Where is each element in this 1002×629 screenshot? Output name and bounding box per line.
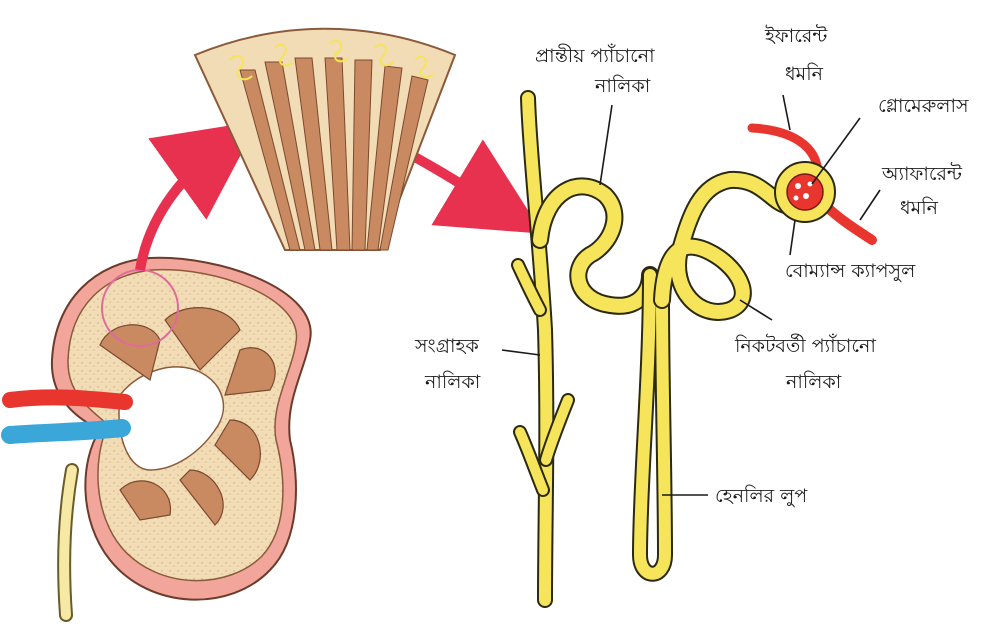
tissue-wedge xyxy=(195,29,455,250)
labels: প্রান্তীয় প্যাঁচানো নালিকা ইফারেন্ট ধমন… xyxy=(414,24,969,507)
label-proximal-tubule: নিকটবর্তী প্যাঁচানো নালিকা xyxy=(734,334,882,393)
distal-tubule xyxy=(540,186,650,305)
label-distal-tubule: প্রান্তীয় প্যাঁচানো নালিকা xyxy=(535,44,661,97)
label-loop-of-henle: হেনলির লুপ xyxy=(715,485,808,507)
label-collecting-duct: সংগ্রাহক নালিকা xyxy=(414,335,485,393)
proximal-tubule xyxy=(662,180,785,312)
label-afferent-artery: অ্যাফারেন্ট ধমনি xyxy=(881,162,968,219)
renal-vein xyxy=(10,428,122,435)
label-glomerulus: গ্লোমেরুলাস xyxy=(878,95,969,117)
glomerulus xyxy=(787,174,823,210)
renal-artery xyxy=(10,397,125,402)
label-efferent-artery: ইফারেন্ট ধমনি xyxy=(764,24,833,85)
zoom-arrow-up xyxy=(140,150,218,270)
collecting-duct xyxy=(518,98,568,600)
label-bowmans-capsule: বোম্যান্স ক্যাপসুল xyxy=(785,260,916,282)
kidney-cross-section xyxy=(10,258,311,615)
afferent-artery xyxy=(825,205,872,240)
loop-of-henle xyxy=(640,275,665,574)
